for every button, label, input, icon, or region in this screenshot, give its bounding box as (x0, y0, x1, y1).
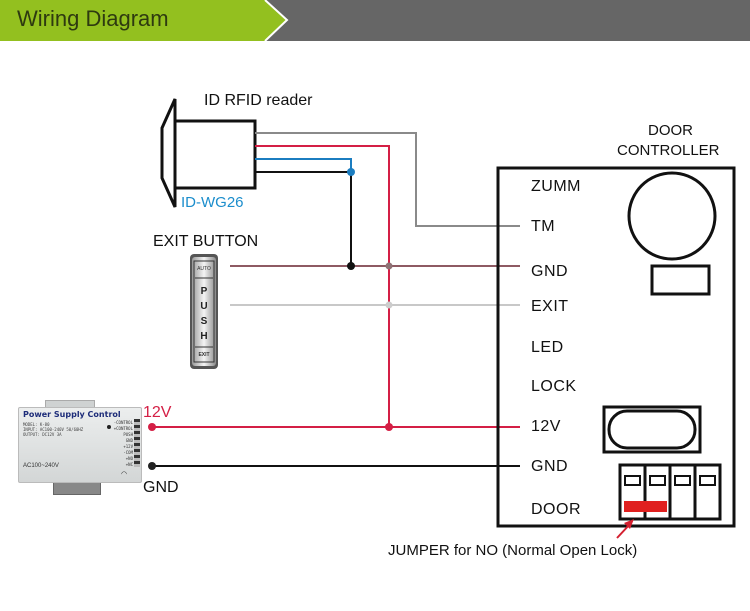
controller-title-line1: DOOR (648, 122, 693, 139)
junction-mauve-gnd (385, 262, 393, 270)
psu-ac-label: AC100~240V (23, 463, 59, 469)
pin-exit: EXIT (531, 298, 569, 315)
exit-button-exit-text: EXIT (198, 352, 210, 358)
psu-pin-label: +NC (125, 462, 133, 467)
exit-button-icon (190, 254, 218, 369)
exit-button-auto-text: AUTO (197, 266, 211, 272)
junction-black-gnd (347, 262, 355, 270)
push-letter: H (200, 331, 208, 342)
psu-screw-icon: ◠ (121, 471, 128, 478)
buzzer-icon (627, 171, 717, 261)
controller-title-line2: CONTROLLER (617, 142, 720, 159)
psu-pin-label: +NO (125, 456, 133, 461)
pin-zumm: ZUMM (531, 178, 581, 195)
jumper-block (618, 463, 722, 521)
page-title: Wiring Diagram (17, 6, 169, 31)
jumper-red (624, 501, 667, 512)
door-controller-box (496, 166, 736, 528)
psu-pin-label: -COM (123, 450, 133, 455)
crystal-inner-icon (607, 409, 697, 450)
crystal-outer-icon (602, 405, 702, 454)
pin-lock: LOCK (531, 378, 577, 395)
pin-12v: 12V (531, 418, 561, 435)
psu-pin-label: PUSH (123, 432, 133, 437)
psu-pin-label: +CONTROL (113, 426, 133, 431)
header-green-banner (0, 0, 289, 41)
power-supply-box: Power Supply Control MODEL: K-80 INPUT: … (18, 407, 142, 483)
junction-light-gray (385, 301, 393, 309)
rfid-model-label: ID-WG26 (181, 194, 244, 211)
psu-model-line: MODEL: K-80 (23, 422, 50, 427)
psu-model-line: INPUT: AC100-240V 50/60HZ (23, 427, 84, 432)
jumper-note: JUMPER for NO (Normal Open Lock) (388, 542, 638, 559)
junction-red-12v (385, 423, 393, 431)
pin-tm: TM (531, 218, 556, 235)
pin-gnd-1: GND (531, 263, 569, 280)
rfid-reader-icon (160, 98, 257, 208)
psu-pin-label: -CONTROL (113, 420, 133, 425)
arrow-icon (616, 519, 634, 539)
psu-model-line: OUTPUT: DC12V 3A (23, 432, 62, 437)
wire-blue (255, 158, 352, 172)
wire-black-rfid (255, 171, 352, 266)
push-letter: P (200, 286, 208, 297)
chip-icon (650, 264, 711, 296)
wire-red-rfid (255, 145, 390, 427)
psu-led-icon (107, 425, 111, 429)
pin-door: DOOR (531, 501, 581, 518)
rfid-reader-label: ID RFID reader (204, 92, 313, 109)
psu-pin-label: GND (125, 438, 133, 443)
junction-psu-gnd (148, 462, 156, 470)
push-letter: S (200, 316, 208, 327)
psu-gnd-label: GND (143, 479, 179, 496)
psu-terminal-block (134, 419, 140, 467)
pin-led: LED (531, 339, 564, 356)
psu-title: Power Supply Control (23, 410, 121, 419)
wire-gray-tm (255, 132, 520, 227)
exit-button-label: EXIT BUTTON (153, 233, 259, 250)
pin-gnd-2: GND (531, 458, 569, 475)
junction-psu-12v (148, 423, 156, 431)
exit-button-push-text: P U S H (198, 284, 210, 344)
psu-mount-bottom (53, 481, 101, 495)
psu-12v-label: 12V (143, 404, 172, 421)
push-letter: U (200, 301, 208, 312)
psu-pin-label: +12V (123, 444, 133, 449)
junction-blue (347, 168, 355, 176)
